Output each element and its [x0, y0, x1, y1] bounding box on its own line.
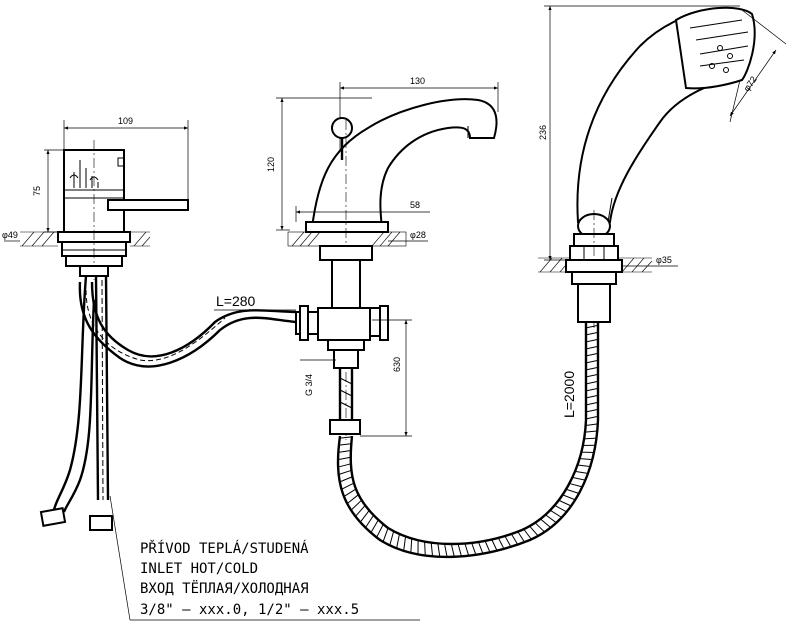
hose-coil-mark: [511, 533, 518, 545]
hose-coil-mark: [344, 489, 356, 497]
valve-drop-label: 630: [392, 357, 402, 372]
shower-base-dia-label: φ35: [656, 255, 672, 265]
shower-height-label: 236: [538, 125, 548, 140]
hose-coil-mark: [498, 537, 505, 550]
hose-coil-mark: [478, 541, 483, 554]
hose-coil-mark: [356, 506, 366, 517]
hose-coil-mark: [360, 511, 369, 522]
hose-coil-mark: [550, 510, 562, 518]
hose-coil-mark: [383, 528, 388, 542]
mixer-base-dia-label: φ49: [2, 230, 18, 240]
hose-coil-mark: [535, 522, 545, 532]
hose-coil-mark: [491, 539, 497, 552]
hose-coil-mark: [485, 540, 491, 553]
hose-coil-mark: [540, 519, 551, 528]
hose-coil-mark: [523, 529, 532, 541]
hose-coil-mark: [341, 483, 354, 490]
hose-coil-mark: [574, 471, 588, 473]
spout-height-label: 120: [266, 157, 276, 172]
hose-coil-mark: [566, 489, 580, 493]
hose-coil-mark: [377, 524, 384, 537]
hose-coil-mark: [340, 477, 353, 482]
mixer-width-label: 109: [118, 116, 133, 126]
hose-coil-mark: [577, 465, 591, 467]
hose-coil-mark: [404, 537, 406, 551]
hose-coil-mark: [438, 543, 440, 557]
hose-coil-mark: [545, 514, 557, 522]
note-line-russian: ВХОД ТЁПЛАЯ/ХОЛОДНАЯ: [140, 579, 309, 597]
hose-coil-mark: [337, 457, 351, 460]
hose-coil-mark: [397, 534, 400, 548]
hose-coil-mark: [562, 495, 575, 500]
hose-coil-mark: [572, 477, 586, 480]
thread-size-label: G 3/4: [304, 374, 314, 396]
hose-coil-mark: [425, 542, 426, 556]
hose-coil-mark: [529, 526, 539, 537]
note-line-czech: PŘÍVOD TEPLÁ/STUDENÁ: [140, 540, 309, 557]
hose-coil-mark: [411, 539, 412, 553]
note-line-sizes: 3/8" – xxx.0, 1/2" – xxx.5: [140, 602, 359, 618]
hose-coil-mark: [390, 531, 394, 545]
shower-hose-length-label: L=2000: [561, 371, 577, 418]
mixer-height-label: 75: [32, 186, 42, 196]
hose-coil-mark: [351, 500, 361, 510]
hose-coil-mark: [445, 544, 448, 558]
spout-base-dia-label: φ28: [410, 230, 426, 240]
hose-coil-mark: [338, 470, 352, 474]
mixer-assembly: 109 75 φ49: [2, 116, 296, 530]
hose-coil-mark: [371, 520, 378, 532]
spout-assembly: 130 120 58 φ28: [214, 76, 498, 440]
hose-coil-mark: [347, 495, 358, 504]
short-hose-length-label: L=280: [216, 293, 256, 309]
hose-coil-mark: [471, 542, 476, 556]
hose-coils: [337, 325, 599, 558]
hand-shower-assembly: 236 φ72 φ35: [538, 6, 786, 330]
hose-coil-mark: [431, 543, 432, 557]
hose-coil-mark: [366, 516, 374, 528]
hose-coil-mark: [554, 505, 567, 512]
hose-coil-mark: [458, 543, 462, 557]
hose-coil-mark: [579, 459, 593, 460]
hose-coil-mark: [465, 543, 469, 557]
hose-coil-mark: [517, 531, 525, 543]
hose-coil-mark: [338, 464, 352, 468]
shower-hose: L=2000: [337, 322, 599, 558]
spout-offset-label: 58: [410, 200, 420, 210]
note-line-english: INLET HOT/COLD: [140, 561, 258, 577]
counter-hatch-center: [288, 232, 406, 246]
spout-reach-label: 130: [410, 76, 425, 86]
hose-coil-mark: [569, 483, 583, 487]
hose-coil-mark: [451, 544, 454, 558]
hose-coil-mark: [504, 535, 511, 548]
hose-coil-mark: [558, 500, 571, 506]
